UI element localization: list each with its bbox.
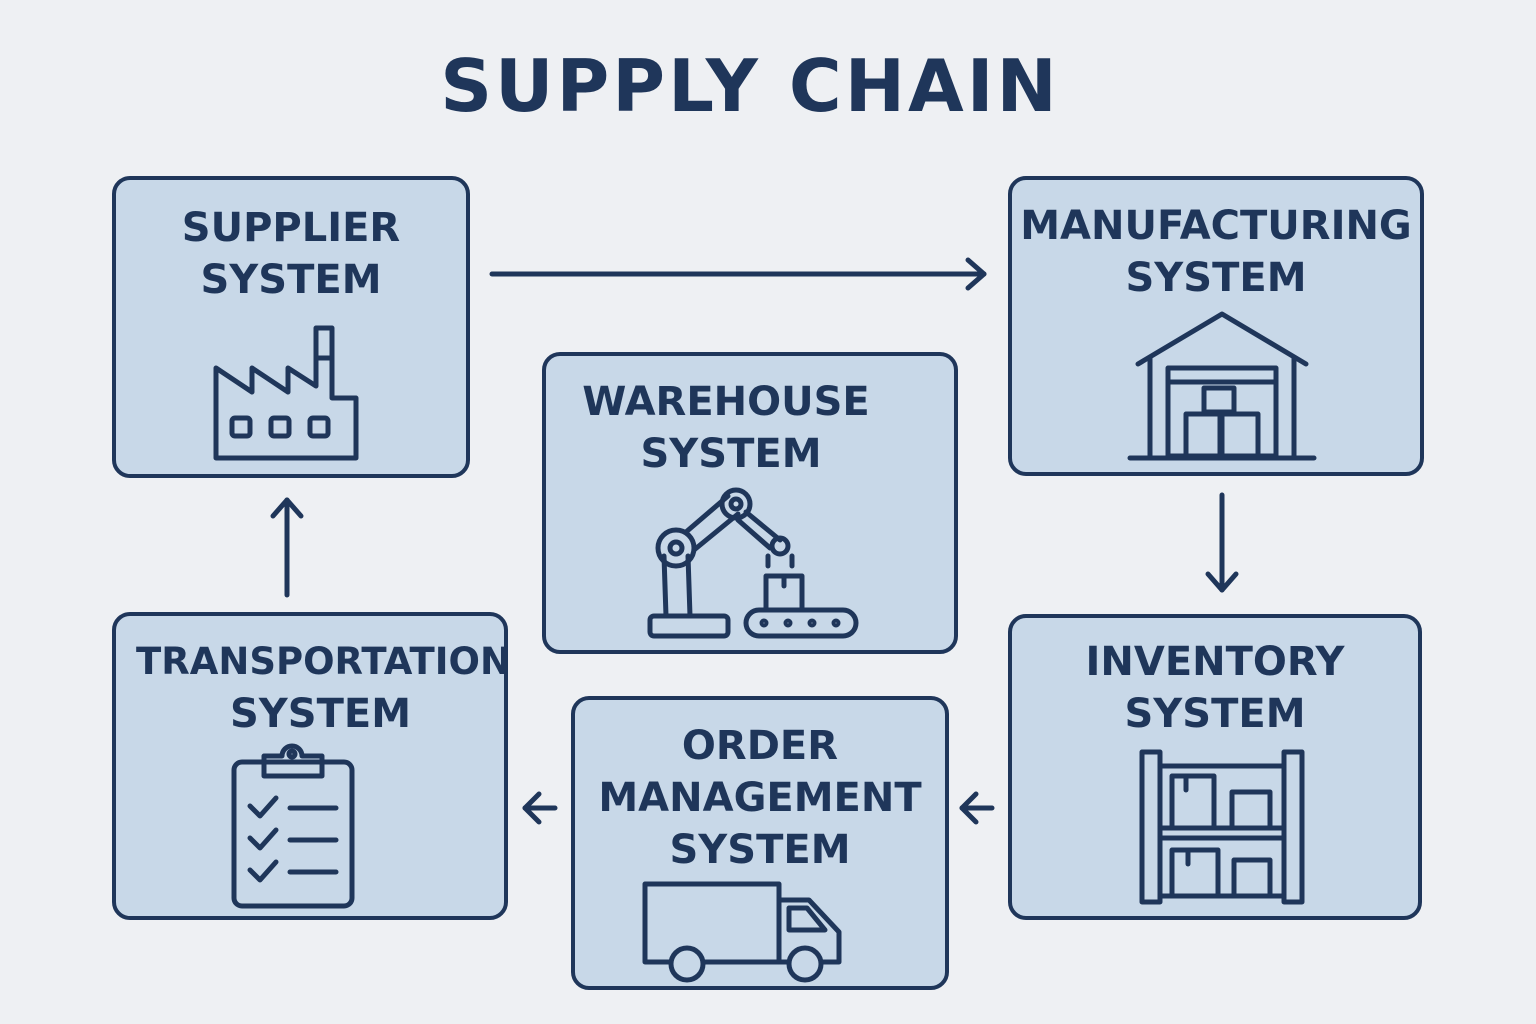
clipboard-checklist-icon: [231, 743, 355, 909]
node-warehouse-system: WAREHOUSE SYSTEM: [542, 352, 958, 654]
node-supplier-system: SUPPLIER SYSTEM: [112, 176, 470, 478]
node-label: TRANSPORTATION SYSTEM: [136, 640, 511, 737]
arrow-manufacturing-to-inventory: [1205, 492, 1239, 593]
robot-arm-conveyor-icon: [647, 487, 859, 639]
node-transportation-system: TRANSPORTATION SYSTEM: [112, 612, 511, 920]
arrow-transportation-to-supplier: [270, 497, 304, 598]
arrow-order-to-transportation: [522, 791, 558, 825]
node-label: WAREHOUSE SYSTEM: [582, 379, 870, 477]
node-label: ORDER MANAGEMENT SYSTEM: [598, 723, 922, 873]
shelving-boxes-icon: [1139, 749, 1305, 905]
node-order-management-system: ORDER MANAGEMENT SYSTEM: [571, 696, 949, 990]
node-manufacturing-system: MANUFACTURING SYSTEM: [1008, 176, 1424, 476]
factory-icon: [213, 325, 359, 461]
warehouse-building-icon: [1127, 311, 1317, 461]
arrow-supplier-to-manufacturing: [489, 257, 987, 291]
delivery-truck-icon: [642, 881, 842, 983]
arrow-inventory-to-order: [959, 791, 995, 825]
node-label: SUPPLIER SYSTEM: [181, 205, 401, 303]
diagram-title: SUPPLY CHAIN: [440, 44, 1060, 128]
node-label: MANUFACTURING SYSTEM: [1020, 203, 1412, 301]
node-inventory-system: INVENTORY SYSTEM: [1008, 614, 1422, 920]
node-label: INVENTORY SYSTEM: [1085, 639, 1345, 737]
